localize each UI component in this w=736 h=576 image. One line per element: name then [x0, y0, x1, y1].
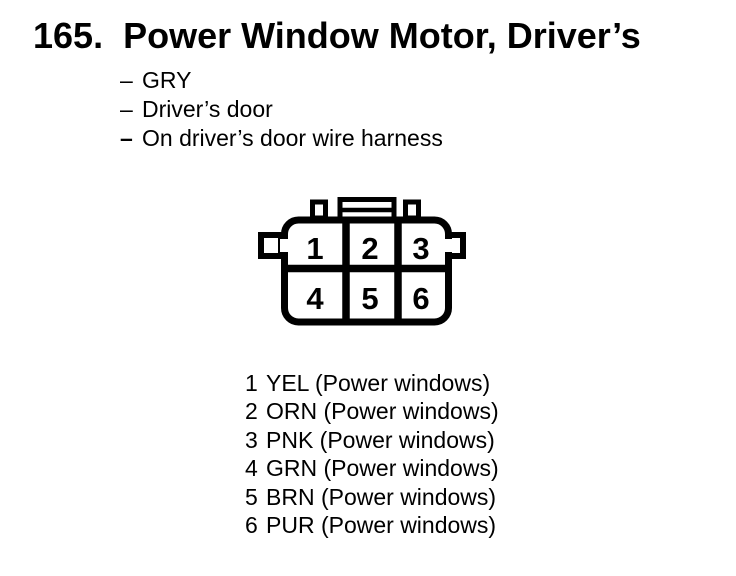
note-row: – GRY [120, 66, 443, 95]
pin-row: 5 BRN (Power windows) [245, 483, 499, 511]
cavity-4: 4 [306, 281, 324, 316]
pin-number: 2 [245, 398, 258, 425]
note-row: – On driver’s door wire harness [120, 124, 443, 153]
pin-number: 5 [245, 483, 258, 510]
note-harness: On driver’s door wire harness [142, 125, 443, 151]
note-wire-color: GRY [142, 67, 192, 93]
note-location: Driver’s door [142, 96, 273, 122]
pin-label: GRN (Power windows) [266, 455, 499, 482]
mounting-ear-left [258, 232, 284, 259]
connector-diagram: 1 2 3 4 5 6 [252, 188, 474, 332]
item-number: 165. [33, 15, 104, 56]
pin-label: BRN (Power windows) [266, 483, 497, 510]
ear-bridge-right [444, 239, 453, 252]
dash-bullet: – [120, 96, 133, 122]
cavity-2: 2 [361, 231, 378, 266]
pin-number: 1 [245, 370, 258, 396]
page-title: 165. Power Window Motor, Driver’s [33, 14, 641, 57]
pin-label: YEL (Power windows) [266, 370, 491, 396]
connector-notes: – GRY – Driver’s door – On driver’s door… [120, 66, 443, 153]
cavity-5: 5 [361, 281, 378, 316]
title-text: Power Window Motor, Driver’s [123, 15, 641, 56]
pin-number: 6 [245, 512, 258, 539]
pin-number: 4 [245, 455, 258, 482]
cavity-6: 6 [412, 281, 429, 316]
connector-svg: 1 2 3 4 5 6 [258, 197, 466, 326]
pin-number: 3 [245, 426, 258, 453]
pin-label: PNK (Power windows) [266, 426, 495, 453]
cavity-1: 1 [306, 231, 323, 266]
cavity-3: 3 [412, 231, 429, 266]
pin-label: PUR (Power windows) [266, 512, 497, 539]
pin-label: ORN (Power windows) [266, 398, 499, 425]
pin-row: 4 GRN (Power windows) [245, 454, 499, 482]
pin-list: 1 YEL (Power windows) 2 ORN (Power windo… [245, 369, 499, 539]
top-tab-right [403, 199, 421, 221]
dash-bullet: – [120, 67, 133, 93]
ear-bridge-left [280, 239, 289, 252]
pin-row: 3 PNK (Power windows) [245, 426, 499, 454]
pin-row: 6 PUR (Power windows) [245, 511, 499, 539]
note-row: – Driver’s door [120, 95, 443, 124]
pin-row: 2 ORN (Power windows) [245, 397, 499, 425]
pin-row: 1 YEL (Power windows) [245, 369, 499, 397]
dash-bullet: – [120, 125, 133, 151]
top-tab-left [310, 199, 328, 221]
